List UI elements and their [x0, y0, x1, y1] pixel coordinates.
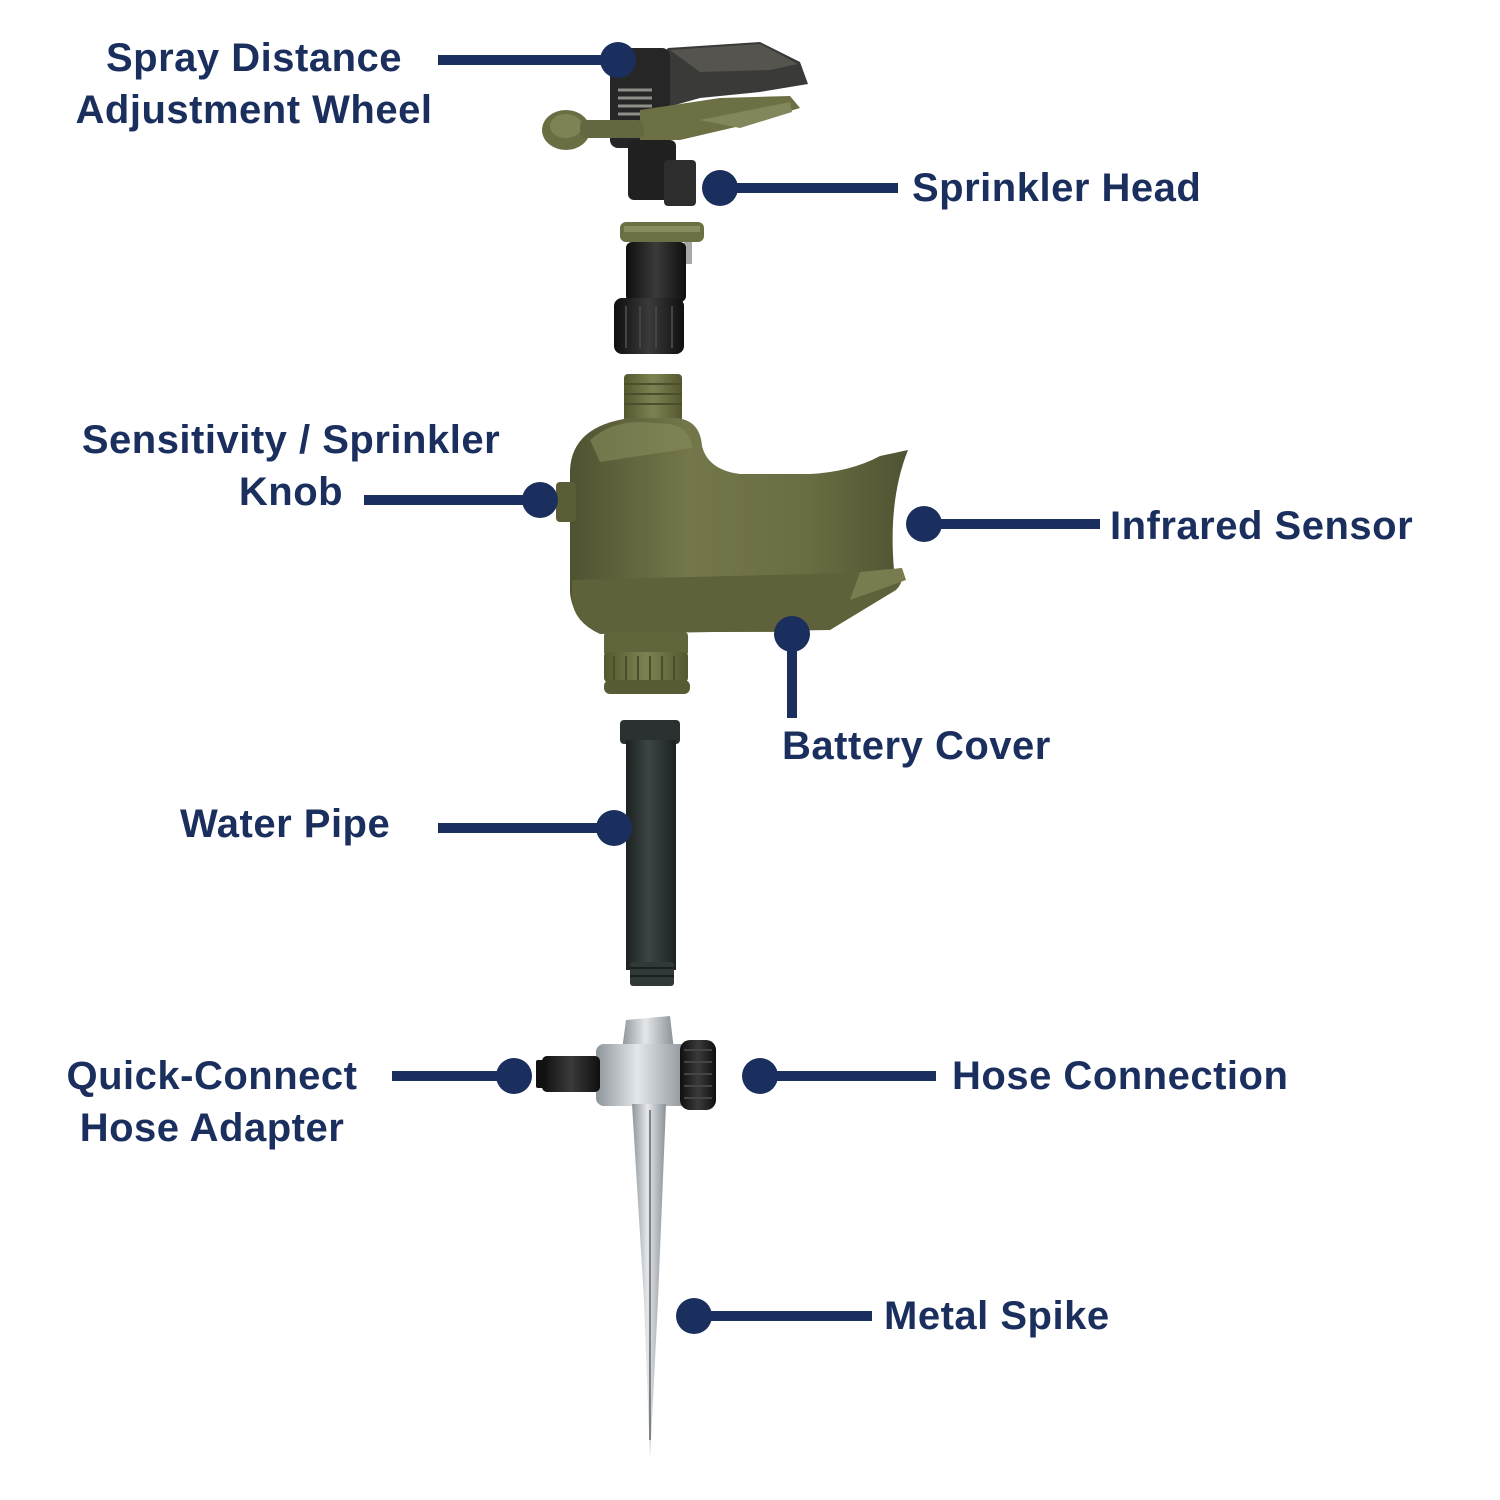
label-infrared-sensor: Infrared Sensor: [1110, 500, 1413, 552]
sensor-housing-illustration: [556, 374, 908, 694]
label-battery-cover-text: Battery Cover: [782, 724, 1051, 768]
label-quick-connect-line2: Hose Adapter: [79, 1106, 345, 1150]
label-spray-distance-line2: Adjustment Wheel: [75, 88, 433, 132]
label-sensitivity-line1: Sensitivity / Sprinkler: [81, 418, 501, 462]
label-sprinkler-head-text: Sprinkler Head: [912, 166, 1202, 210]
callout-quick-connect: [392, 1058, 532, 1094]
label-hose-connection: Hose Connection: [952, 1050, 1288, 1102]
metal-spike-illustration: [536, 1016, 716, 1460]
label-infrared-sensor-text: Infrared Sensor: [1110, 504, 1414, 548]
callout-spray-distance: [438, 42, 636, 78]
label-metal-spike-text: Metal Spike: [884, 1294, 1110, 1338]
callout-water-pipe: [438, 810, 632, 846]
label-spray-distance: Spray Distance Adjustment Wheel: [48, 32, 460, 136]
label-water-pipe-text: Water Pipe: [180, 802, 391, 846]
label-hose-connection-text: Hose Connection: [952, 1054, 1289, 1098]
label-metal-spike: Metal Spike: [884, 1290, 1110, 1342]
label-sprinkler-head: Sprinkler Head: [912, 162, 1201, 214]
callouts: [364, 42, 1100, 1334]
callout-metal-spike: [676, 1298, 872, 1334]
callout-hose-connection: [742, 1058, 936, 1094]
callout-infrared-sensor: [906, 506, 1100, 542]
callout-sprinkler-head: [702, 170, 898, 206]
sprinkler-head-illustration: [542, 42, 808, 354]
label-quick-connect: Quick-Connect Hose Adapter: [40, 1050, 384, 1154]
label-sensitivity-line2: Knob: [238, 470, 344, 514]
callout-sensitivity-knob: [364, 482, 558, 518]
label-battery-cover: Battery Cover: [782, 720, 1051, 772]
label-sensitivity-knob: Sensitivity / Sprinkler Knob: [48, 414, 534, 518]
water-pipe-illustration: [620, 720, 680, 986]
label-quick-connect-line1: Quick-Connect: [66, 1054, 358, 1098]
label-water-pipe: Water Pipe: [180, 798, 390, 850]
callout-battery-cover: [774, 616, 810, 718]
label-spray-distance-line1: Spray Distance: [105, 36, 403, 80]
